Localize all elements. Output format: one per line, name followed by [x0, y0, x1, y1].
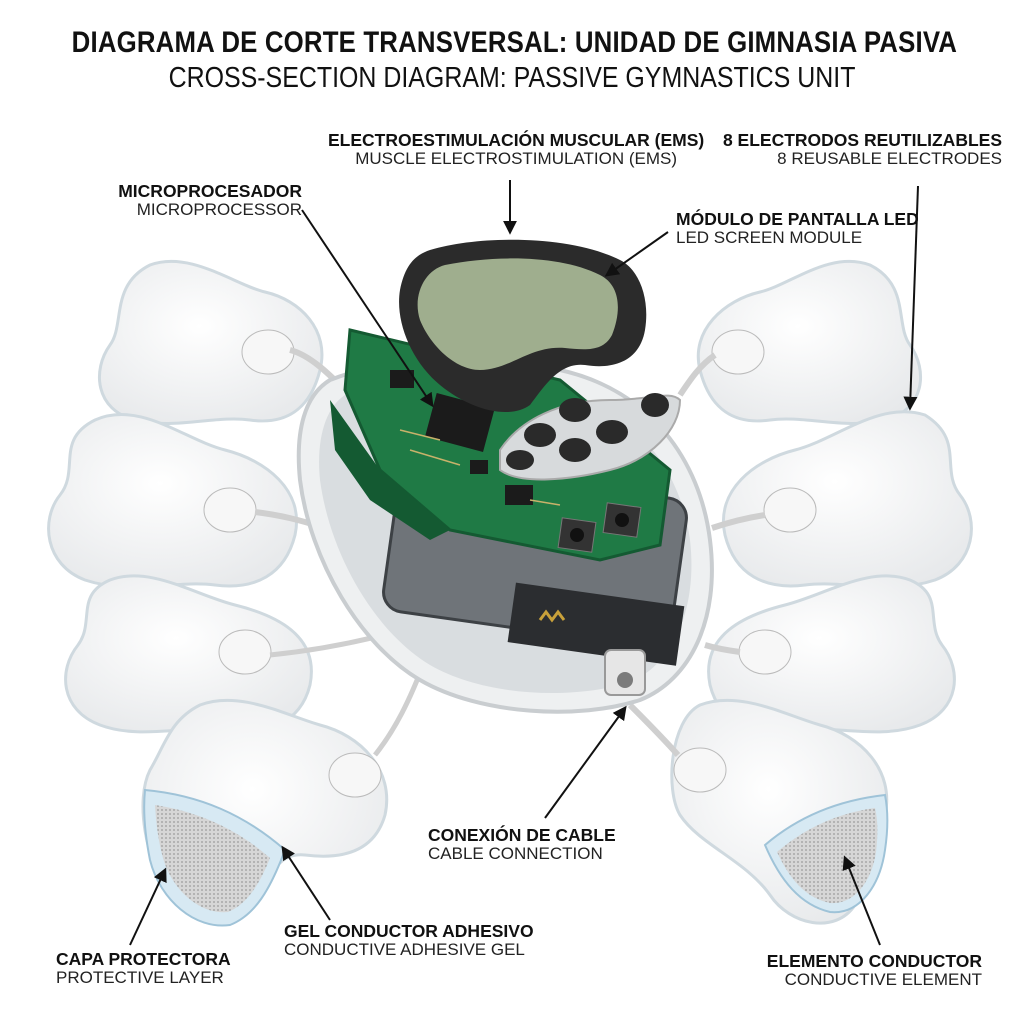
arrow-microprocessor — [301, 209, 434, 408]
arrow-protective — [129, 867, 167, 946]
label-cable-connection: CONEXIÓN DE CABLE CABLE CONNECTION — [428, 825, 616, 864]
arrow-conductive — [842, 855, 881, 946]
electrode-pad-left-2 — [47, 413, 326, 589]
label-protective-layer: CAPA PROTECTORA PROTECTIVE LAYER — [56, 949, 231, 988]
label-ems: ELECTROESTIMULACIÓN MUSCULAR (EMS) MUSCL… — [328, 130, 705, 169]
label-led-screen: MÓDULO DE PANTALLA LED LED SCREEN MODULE — [676, 209, 919, 248]
arrow-cable — [544, 705, 627, 819]
title-en: CROSS-SECTION DIAGRAM: PASSIVE GYMNASTIC… — [168, 62, 856, 94]
microprocessor-chip — [425, 392, 495, 452]
title-es: DIAGRAMA DE CORTE TRANSVERSAL: UNIDAD DE… — [71, 26, 958, 59]
arrow-electrodes — [903, 185, 919, 411]
electrode-pad-right-3 — [704, 574, 956, 734]
electrode-pad-right-2 — [711, 410, 973, 589]
electrode-pad-left-1 — [97, 259, 348, 426]
led-screen-module — [399, 239, 647, 413]
button-keypad — [499, 393, 682, 481]
label-electrodes: 8 ELECTRODOS REUTILIZABLES 8 REUSABLE EL… — [722, 130, 1002, 169]
cable-port — [604, 649, 646, 696]
label-microprocessor: MICROPROCESADOR MICROPROCESSOR — [118, 181, 302, 220]
arrow-gel — [281, 845, 331, 921]
label-conductive-element: ELEMENTO CONDUCTOR CONDUCTIVE ELEMENT — [766, 951, 982, 990]
arrow-led — [604, 231, 669, 277]
electrode-pad-left-4-cutaway — [141, 659, 428, 927]
label-conductive-gel: GEL CONDUCTOR ADHESIVO CONDUCTIVE ADHESI… — [284, 921, 534, 960]
lcd-display — [417, 258, 618, 370]
electrode-pad-right-1 — [677, 259, 923, 426]
electrode-pad-right-4-cutaway — [627, 698, 889, 925]
